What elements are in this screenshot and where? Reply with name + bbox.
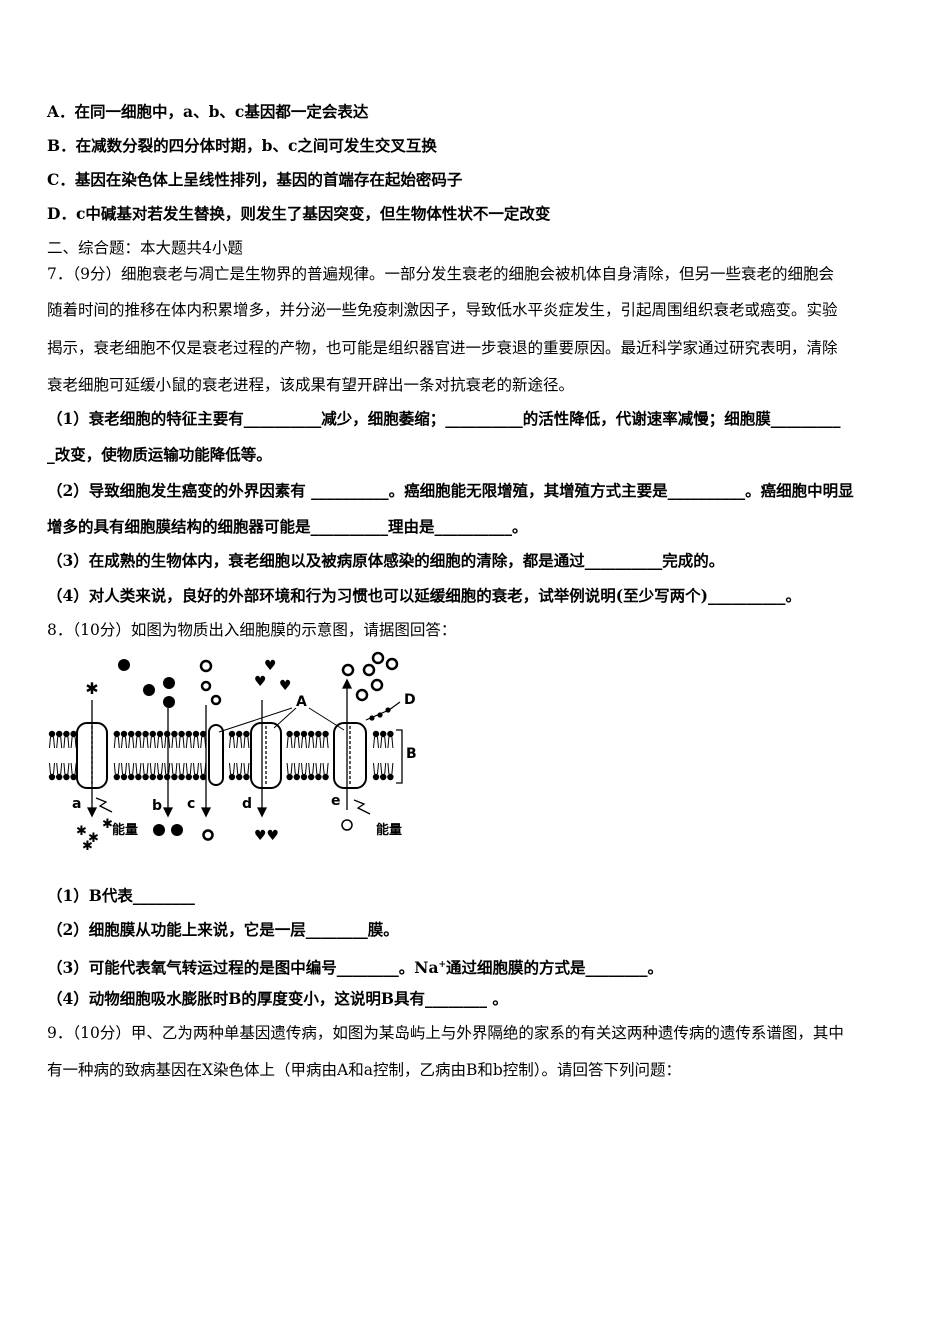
q7-part-3: （3）在成熟的生物体内，衰老细胞以及被病原体感染的细胞的清除，都是通过_____… xyxy=(47,551,725,570)
energy-label-left: 能量 xyxy=(112,822,138,838)
membrane-diagram: ✱ ♥ ♥ ♥ A xyxy=(44,650,424,854)
q7-line-4: 衰老细胞可延缓小鼠的衰老进程，该成果有望开辟出一条对抗衰老的新途径。 xyxy=(47,376,575,394)
label-c: c xyxy=(187,796,195,812)
label-d-upper: D xyxy=(404,692,416,708)
q7-part-2b: 增多的具有细胞膜结构的细胞器可能是__________理由是__________… xyxy=(47,517,528,536)
q7-line-2: 随着时间的推移在体内积累增多，并分泌一些免疫刺激因子，导致低水平炎症发生，引起周… xyxy=(47,301,838,319)
section-heading: 二、综合题：本大题共4小题 xyxy=(47,239,243,257)
svg-text:♥: ♥ xyxy=(254,674,267,690)
q8-part-3: （3）可能代表氧气转运过程的是图中编号________。Na+通过细胞膜的方式是… xyxy=(47,955,663,978)
svg-text:✱: ✱ xyxy=(76,824,87,839)
q8-part-1: （1）B代表________ xyxy=(47,886,195,905)
svg-text:✱: ✱ xyxy=(88,831,99,846)
q7-part-2a: （2）导致细胞发生癌变的外界因素有 __________。癌细胞能无限增殖，其增… xyxy=(47,481,854,500)
q8-part-3-post: 通过细胞膜的方式是________。 xyxy=(446,958,664,978)
svg-text:✱: ✱ xyxy=(85,679,98,698)
svg-text:✱: ✱ xyxy=(82,839,93,850)
label-a: a xyxy=(72,796,81,812)
q7-line-1: 7．（9分）细胞衰老与凋亡是生物界的普遍规律。一部分发生衰老的细胞会被机体自身清… xyxy=(47,265,834,283)
q7-part-1a: （1）衰老细胞的特征主要有__________减少，细胞萎缩；_________… xyxy=(47,409,841,428)
q8-part-4: （4）动物细胞吸水膨胀时B的厚度变小，这说明B具有________ 。 xyxy=(47,989,508,1008)
label-d: d xyxy=(242,796,252,812)
energy-label-right: 能量 xyxy=(376,822,402,838)
label-b: b xyxy=(152,798,162,814)
option-d: D．c中碱基对若发生替换，则发生了基因突变，但生物体性状不一定改变 xyxy=(47,204,551,223)
svg-text:♥: ♥ xyxy=(264,658,277,674)
q7-part-4: （4）对人类来说，良好的外部环境和行为习惯也可以延缓细胞的衰老，试举例说明(至少… xyxy=(47,586,801,605)
q9-line-2: 有一种病的致病基因在X染色体上（甲病由A和a控制，乙病由B和b控制）。请回答下列… xyxy=(47,1061,682,1079)
svg-text:♥♥: ♥♥ xyxy=(254,828,279,844)
option-c: C．基因在染色体上呈线性排列，基因的首端存在起始密码子 xyxy=(47,170,463,189)
label-b-upper: B xyxy=(406,746,417,762)
label-e: e xyxy=(331,793,341,809)
q8-part-3-pre: （3）可能代表氧气转运过程的是图中编号________。Na xyxy=(47,958,439,978)
svg-text:♥: ♥ xyxy=(279,678,292,694)
q7-part-1b: _改变，使物质运输功能降低等。 xyxy=(47,445,272,464)
q9-line-1: 9．（10分）甲、乙为两种单基因遗传病，如图为某岛屿上与外界隔绝的家系的有关这两… xyxy=(47,1024,844,1042)
option-a: A．在同一细胞中，a、b、c基因都一定会表达 xyxy=(47,102,369,121)
q8-part-3-sup: + xyxy=(438,960,447,970)
q8-stem: 8．（10分）如图为物质出入细胞膜的示意图，请据图回答： xyxy=(47,621,457,639)
label-a-upper: A xyxy=(296,694,307,710)
q7-line-3: 揭示，衰老细胞不仅是衰老过程的产物，也可能是组织器官进一步衰退的重要原因。最近科… xyxy=(47,339,838,357)
option-b: B．在减数分裂的四分体时期，b、c之间可发生交叉互换 xyxy=(47,136,437,155)
svg-text:✱: ✱ xyxy=(102,817,113,832)
q8-part-2: （2）细胞膜从功能上来说，它是一层________膜。 xyxy=(47,920,399,939)
